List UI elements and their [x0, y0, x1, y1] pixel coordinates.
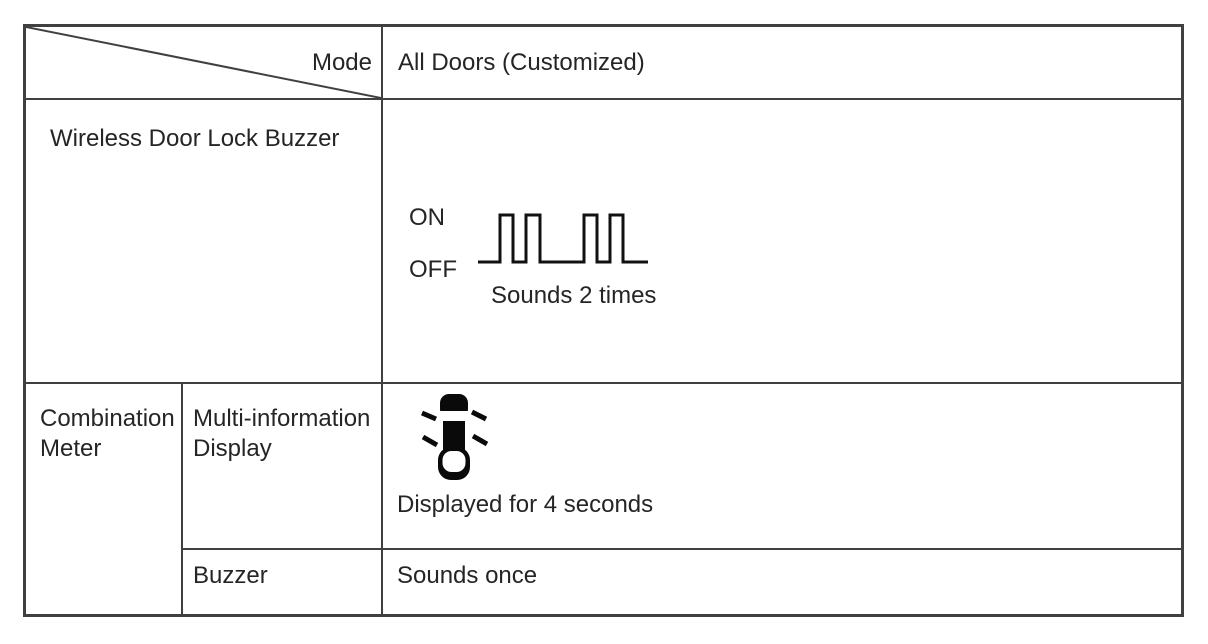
- multi-information-display-label: Multi-information Display: [193, 405, 371, 462]
- buzzer-label-cell: Buzzer: [183, 550, 383, 614]
- mode-header-label: Mode: [311, 48, 372, 76]
- mode-value-text: All Doors (Customized): [398, 48, 645, 76]
- car-doors-open-icon: [421, 394, 489, 480]
- multi-information-display-value-cell: Displayed for 4 seconds: [383, 384, 1181, 550]
- mode-value-cell: All Doors (Customized): [383, 27, 1181, 100]
- diagonal-divider: [26, 27, 381, 98]
- combination-meter-cell: Combination Meter: [26, 384, 183, 614]
- buzzer-waveform-cell: ON OFF Sounds 2 times: [383, 100, 1181, 384]
- buzzer-value: Sounds once: [397, 562, 538, 589]
- customization-table: Mode All Doors (Customized) Wireless Doo…: [23, 24, 1184, 617]
- multi-information-display-cell: Multi-information Display: [183, 384, 383, 550]
- waveform-caption: Sounds 2 times: [491, 282, 657, 309]
- combination-meter-label: Combination Meter: [40, 405, 175, 462]
- waveform-on-label: ON: [409, 204, 445, 231]
- buzzer-pulse-waveform: [478, 213, 648, 264]
- wireless-door-lock-buzzer-label: Wireless Door Lock Buzzer: [50, 125, 340, 152]
- waveform-off-label: OFF: [409, 256, 457, 283]
- header-corner-cell: Mode: [26, 27, 383, 100]
- buzzer-label: Buzzer: [193, 562, 268, 589]
- multi-information-display-caption: Displayed for 4 seconds: [397, 491, 654, 518]
- buzzer-value-cell: Sounds once: [383, 550, 1181, 614]
- wireless-door-lock-buzzer-cell: Wireless Door Lock Buzzer: [26, 100, 383, 384]
